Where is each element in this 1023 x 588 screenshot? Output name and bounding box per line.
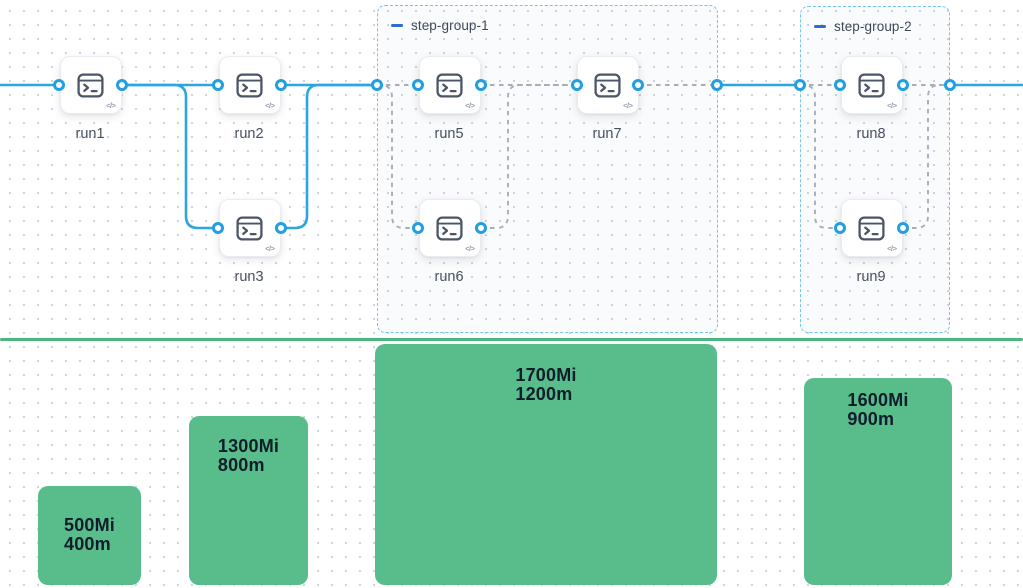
port-group1-out[interactable]: [711, 79, 723, 91]
step-group-title: step-group-2: [834, 19, 912, 34]
resource-bar-4: 1600Mi 900m: [804, 378, 952, 585]
node-run2[interactable]: </>: [218, 56, 281, 114]
terminal-icon: [236, 215, 263, 241]
port-group2-out[interactable]: [944, 79, 956, 91]
bar-cpu-value: 400m: [63, 534, 111, 554]
port-run3-out[interactable]: [275, 222, 287, 234]
port-run2-out[interactable]: [275, 79, 287, 91]
terminal-icon: [436, 215, 463, 241]
terminal-icon: [594, 72, 621, 98]
code-badge-icon: </>: [106, 101, 116, 110]
port-run1-out[interactable]: [116, 79, 128, 91]
terminal-icon: [236, 72, 263, 98]
bar-cpu-value: 900m: [847, 409, 895, 429]
node-run8[interactable]: </>: [840, 56, 903, 114]
step-group-1-header: step-group-1: [391, 18, 489, 33]
bar-memory-value: 1700Mi: [515, 365, 577, 385]
code-badge-icon: </>: [465, 244, 475, 253]
node-label-run7: run7: [592, 126, 622, 142]
code-badge-icon: </>: [265, 244, 275, 253]
terminal-icon: [436, 72, 463, 98]
node-run3[interactable]: </>: [218, 199, 281, 257]
port-run5-out[interactable]: [475, 79, 487, 91]
code-badge-icon: </>: [887, 101, 897, 110]
terminal-icon: [77, 72, 104, 98]
port-run9-in[interactable]: [834, 222, 846, 234]
port-run9-out[interactable]: [897, 222, 909, 234]
code-badge-icon: </>: [623, 101, 633, 110]
port-run6-out[interactable]: [475, 222, 487, 234]
bar-memory-value: 1600Mi: [847, 390, 909, 410]
node-label-run3: run3: [234, 269, 264, 285]
step-group-2-header: step-group-2: [814, 19, 912, 34]
section-divider-line: [0, 338, 1023, 341]
resource-bar-1: 500Mi 400m: [38, 486, 141, 585]
bar-memory-value: 1300Mi: [217, 436, 280, 456]
node-run6[interactable]: </>: [418, 199, 481, 257]
port-run5-in[interactable]: [412, 79, 424, 91]
node-run7[interactable]: </>: [576, 56, 639, 114]
node-run1[interactable]: </>: [59, 56, 122, 114]
collapse-minus-icon[interactable]: [814, 24, 826, 29]
port-run2-in[interactable]: [212, 79, 224, 91]
edge-run1-to-run3: [122, 83, 218, 230]
bar-cpu-value: 1200m: [515, 384, 573, 404]
resource-bar-2: 1300Mi 800m: [189, 416, 308, 585]
node-label-run6: run6: [434, 269, 464, 285]
edge-run3-to-group1: [281, 83, 377, 230]
terminal-icon: [858, 215, 885, 241]
bar-cpu-value: 800m: [217, 455, 265, 475]
port-run8-out[interactable]: [897, 79, 909, 91]
port-run7-out[interactable]: [632, 79, 644, 91]
port-run7-in[interactable]: [571, 79, 583, 91]
collapse-minus-icon[interactable]: [391, 23, 403, 28]
node-label-run8: run8: [856, 126, 886, 142]
node-label-run9: run9: [856, 269, 886, 285]
node-run5[interactable]: </>: [418, 56, 481, 114]
port-group2-in[interactable]: [794, 79, 806, 91]
port-run6-in[interactable]: [412, 222, 424, 234]
terminal-icon: [858, 72, 885, 98]
port-run1-in[interactable]: [53, 79, 65, 91]
code-badge-icon: </>: [465, 101, 475, 110]
port-group1-in[interactable]: [371, 79, 383, 91]
node-label-run1: run1: [75, 126, 105, 142]
node-label-run2: run2: [234, 126, 264, 142]
code-badge-icon: </>: [265, 101, 275, 110]
code-badge-icon: </>: [887, 244, 897, 253]
node-label-run5: run5: [434, 126, 464, 142]
resource-bar-3: 1700Mi 1200m: [375, 344, 717, 585]
port-run8-in[interactable]: [834, 79, 846, 91]
step-group-title: step-group-1: [411, 18, 489, 33]
node-run9[interactable]: </>: [840, 199, 903, 257]
bar-memory-value: 500Mi: [63, 515, 116, 535]
port-run3-in[interactable]: [212, 222, 224, 234]
